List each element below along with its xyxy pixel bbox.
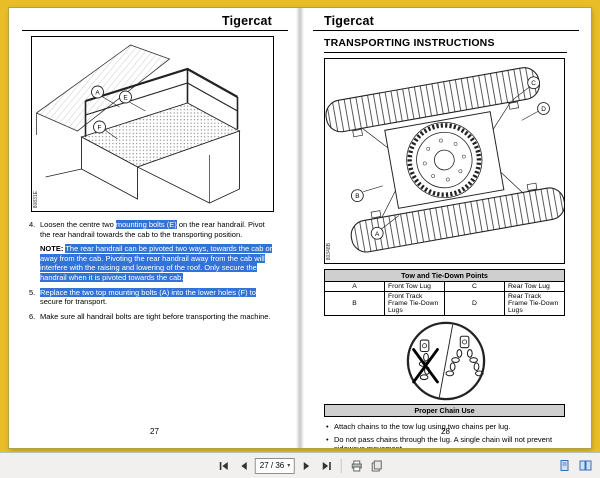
list-item: • Attach chains to the tow lug using two… xyxy=(326,422,561,432)
selected-text: Replace the two top mounting bolts (A) i… xyxy=(40,287,256,297)
title-rule xyxy=(324,52,567,53)
last-page-icon xyxy=(322,461,331,470)
single-page-view-icon xyxy=(560,460,569,471)
text-segment: secure for transport. xyxy=(40,297,108,307)
next-page-button[interactable] xyxy=(298,457,315,474)
undercarriage-illustration: C D B A xyxy=(325,67,566,253)
callout-label: C xyxy=(531,80,536,87)
pdf-toolbar: 27 / 36 ▾ xyxy=(0,452,600,478)
figure-number: 80831E xyxy=(33,190,39,208)
callout-label: A xyxy=(95,90,100,97)
document-area: Tigercat xyxy=(9,8,591,448)
step-text: Make sure all handrail bolts are tight b… xyxy=(40,311,271,321)
print-icon xyxy=(351,460,362,471)
figure-number: 80348B xyxy=(326,242,332,260)
manual-page-28: Tigercat TRANSPORTING INSTRUCTIONS xyxy=(300,8,591,448)
callout-label: A xyxy=(375,231,380,238)
bullet-icon: • xyxy=(326,422,329,431)
note-block: NOTE:The rear handrail can be pivoted tw… xyxy=(40,244,276,282)
selected-text: The rear handrail can be pivoted two way… xyxy=(40,244,273,282)
step-number: 4. xyxy=(29,220,36,229)
handrail-figure: A E F 80831E xyxy=(31,36,274,212)
manual-page-27: Tigercat xyxy=(9,8,300,448)
single-page-view-button[interactable] xyxy=(556,457,573,474)
print-button[interactable] xyxy=(348,457,365,474)
facing-page-view-button[interactable] xyxy=(577,457,594,474)
table-value: Rear Track Frame Tie-Down Lugs xyxy=(504,291,565,316)
table-title: Tow and Tie-Down Points xyxy=(324,269,565,282)
chevron-down-icon: ▾ xyxy=(287,463,291,469)
handrail-illustration: A E F xyxy=(35,44,241,204)
callout-label: D xyxy=(541,106,546,113)
step-5: 5. Replace the two top mounting bolts (A… xyxy=(29,287,276,307)
chain-use-header: Proper Chain Use xyxy=(324,404,565,417)
first-page-button[interactable] xyxy=(215,457,232,474)
snapshot-icon xyxy=(371,460,382,471)
table-key: B xyxy=(324,291,385,316)
step-4: 4. Loosen the centre two mounting bolts … xyxy=(29,220,276,239)
step-number: 6. xyxy=(29,311,36,321)
selected-text: mounting bolts (E) xyxy=(115,220,177,229)
bullet-text: Attach chains to the tow lug using two c… xyxy=(334,422,511,431)
callout-label: F xyxy=(98,125,102,132)
table-value: Front Tow Lug xyxy=(384,281,445,292)
note-label: NOTE: xyxy=(40,244,64,254)
table-key: A xyxy=(324,281,385,292)
bullet-text: Do not pass chains through the lug. A si… xyxy=(334,434,553,449)
cross-out-x xyxy=(411,348,439,384)
toolbar-divider xyxy=(341,458,343,473)
table-key: C xyxy=(444,281,505,292)
previous-page-button[interactable] xyxy=(235,457,252,474)
table-row: B Front Track Frame Tie-Down Lugs D Rear… xyxy=(324,291,565,316)
brand-logo: Tigercat xyxy=(221,14,272,28)
page-number: 27 xyxy=(150,427,159,436)
header-rule xyxy=(22,30,288,31)
last-page-button[interactable] xyxy=(318,457,335,474)
brand-logo: Tigercat xyxy=(324,14,375,28)
facing-page-view-icon xyxy=(579,460,592,471)
chain-use-illustration xyxy=(406,321,485,401)
chain-bullet-list: • Attach chains to the tow lug using two… xyxy=(326,422,561,448)
list-item: • Do not pass chains through the lug. A … xyxy=(326,435,561,449)
page-navigation: 27 / 36 ▾ xyxy=(215,457,385,474)
next-page-icon xyxy=(303,461,310,470)
table-key: D xyxy=(444,291,505,316)
table-value: Rear Tow Lug xyxy=(504,281,565,292)
callout-label: E xyxy=(123,95,128,102)
table-row: A Front Tow Lug C Rear Tow Lug xyxy=(324,281,565,292)
step-text: Loosen the centre two mounting bolts (E)… xyxy=(40,220,276,239)
callout-label: B xyxy=(355,193,359,200)
page-indicator: 27 / 36 xyxy=(259,461,285,470)
first-page-icon xyxy=(219,461,228,470)
instruction-list: 4. Loosen the centre two mounting bolts … xyxy=(29,220,276,321)
page-number-input[interactable]: 27 / 36 ▾ xyxy=(254,457,296,474)
table-header-row: Tow and Tie-Down Points xyxy=(324,269,565,282)
text-segment: on the rear handrail. Pivot the rear han… xyxy=(40,220,265,239)
step-number: 5. xyxy=(29,287,36,297)
step-6: 6. Make sure all handrail bolts are tigh… xyxy=(29,312,276,322)
header-rule xyxy=(313,30,579,31)
track-frame-figure: C D B A 80348B xyxy=(324,58,566,264)
text-segment: Loosen the centre two xyxy=(40,220,116,229)
chain-use-figure xyxy=(406,321,486,401)
previous-page-icon xyxy=(240,461,247,470)
page-number: 28 xyxy=(441,427,450,436)
section-title: TRANSPORTING INSTRUCTIONS xyxy=(324,37,495,49)
page-spread: Tigercat xyxy=(9,8,591,448)
table-value: Front Track Frame Tie-Down Lugs xyxy=(384,291,445,316)
snapshot-button[interactable] xyxy=(368,457,385,474)
step-text: Replace the two top mounting bolts (A) i… xyxy=(40,287,276,307)
tow-tiedown-table: Tow and Tie-Down Points A Front Tow Lug … xyxy=(324,269,565,316)
view-mode-controls xyxy=(556,457,594,474)
bullet-icon: • xyxy=(326,434,329,444)
